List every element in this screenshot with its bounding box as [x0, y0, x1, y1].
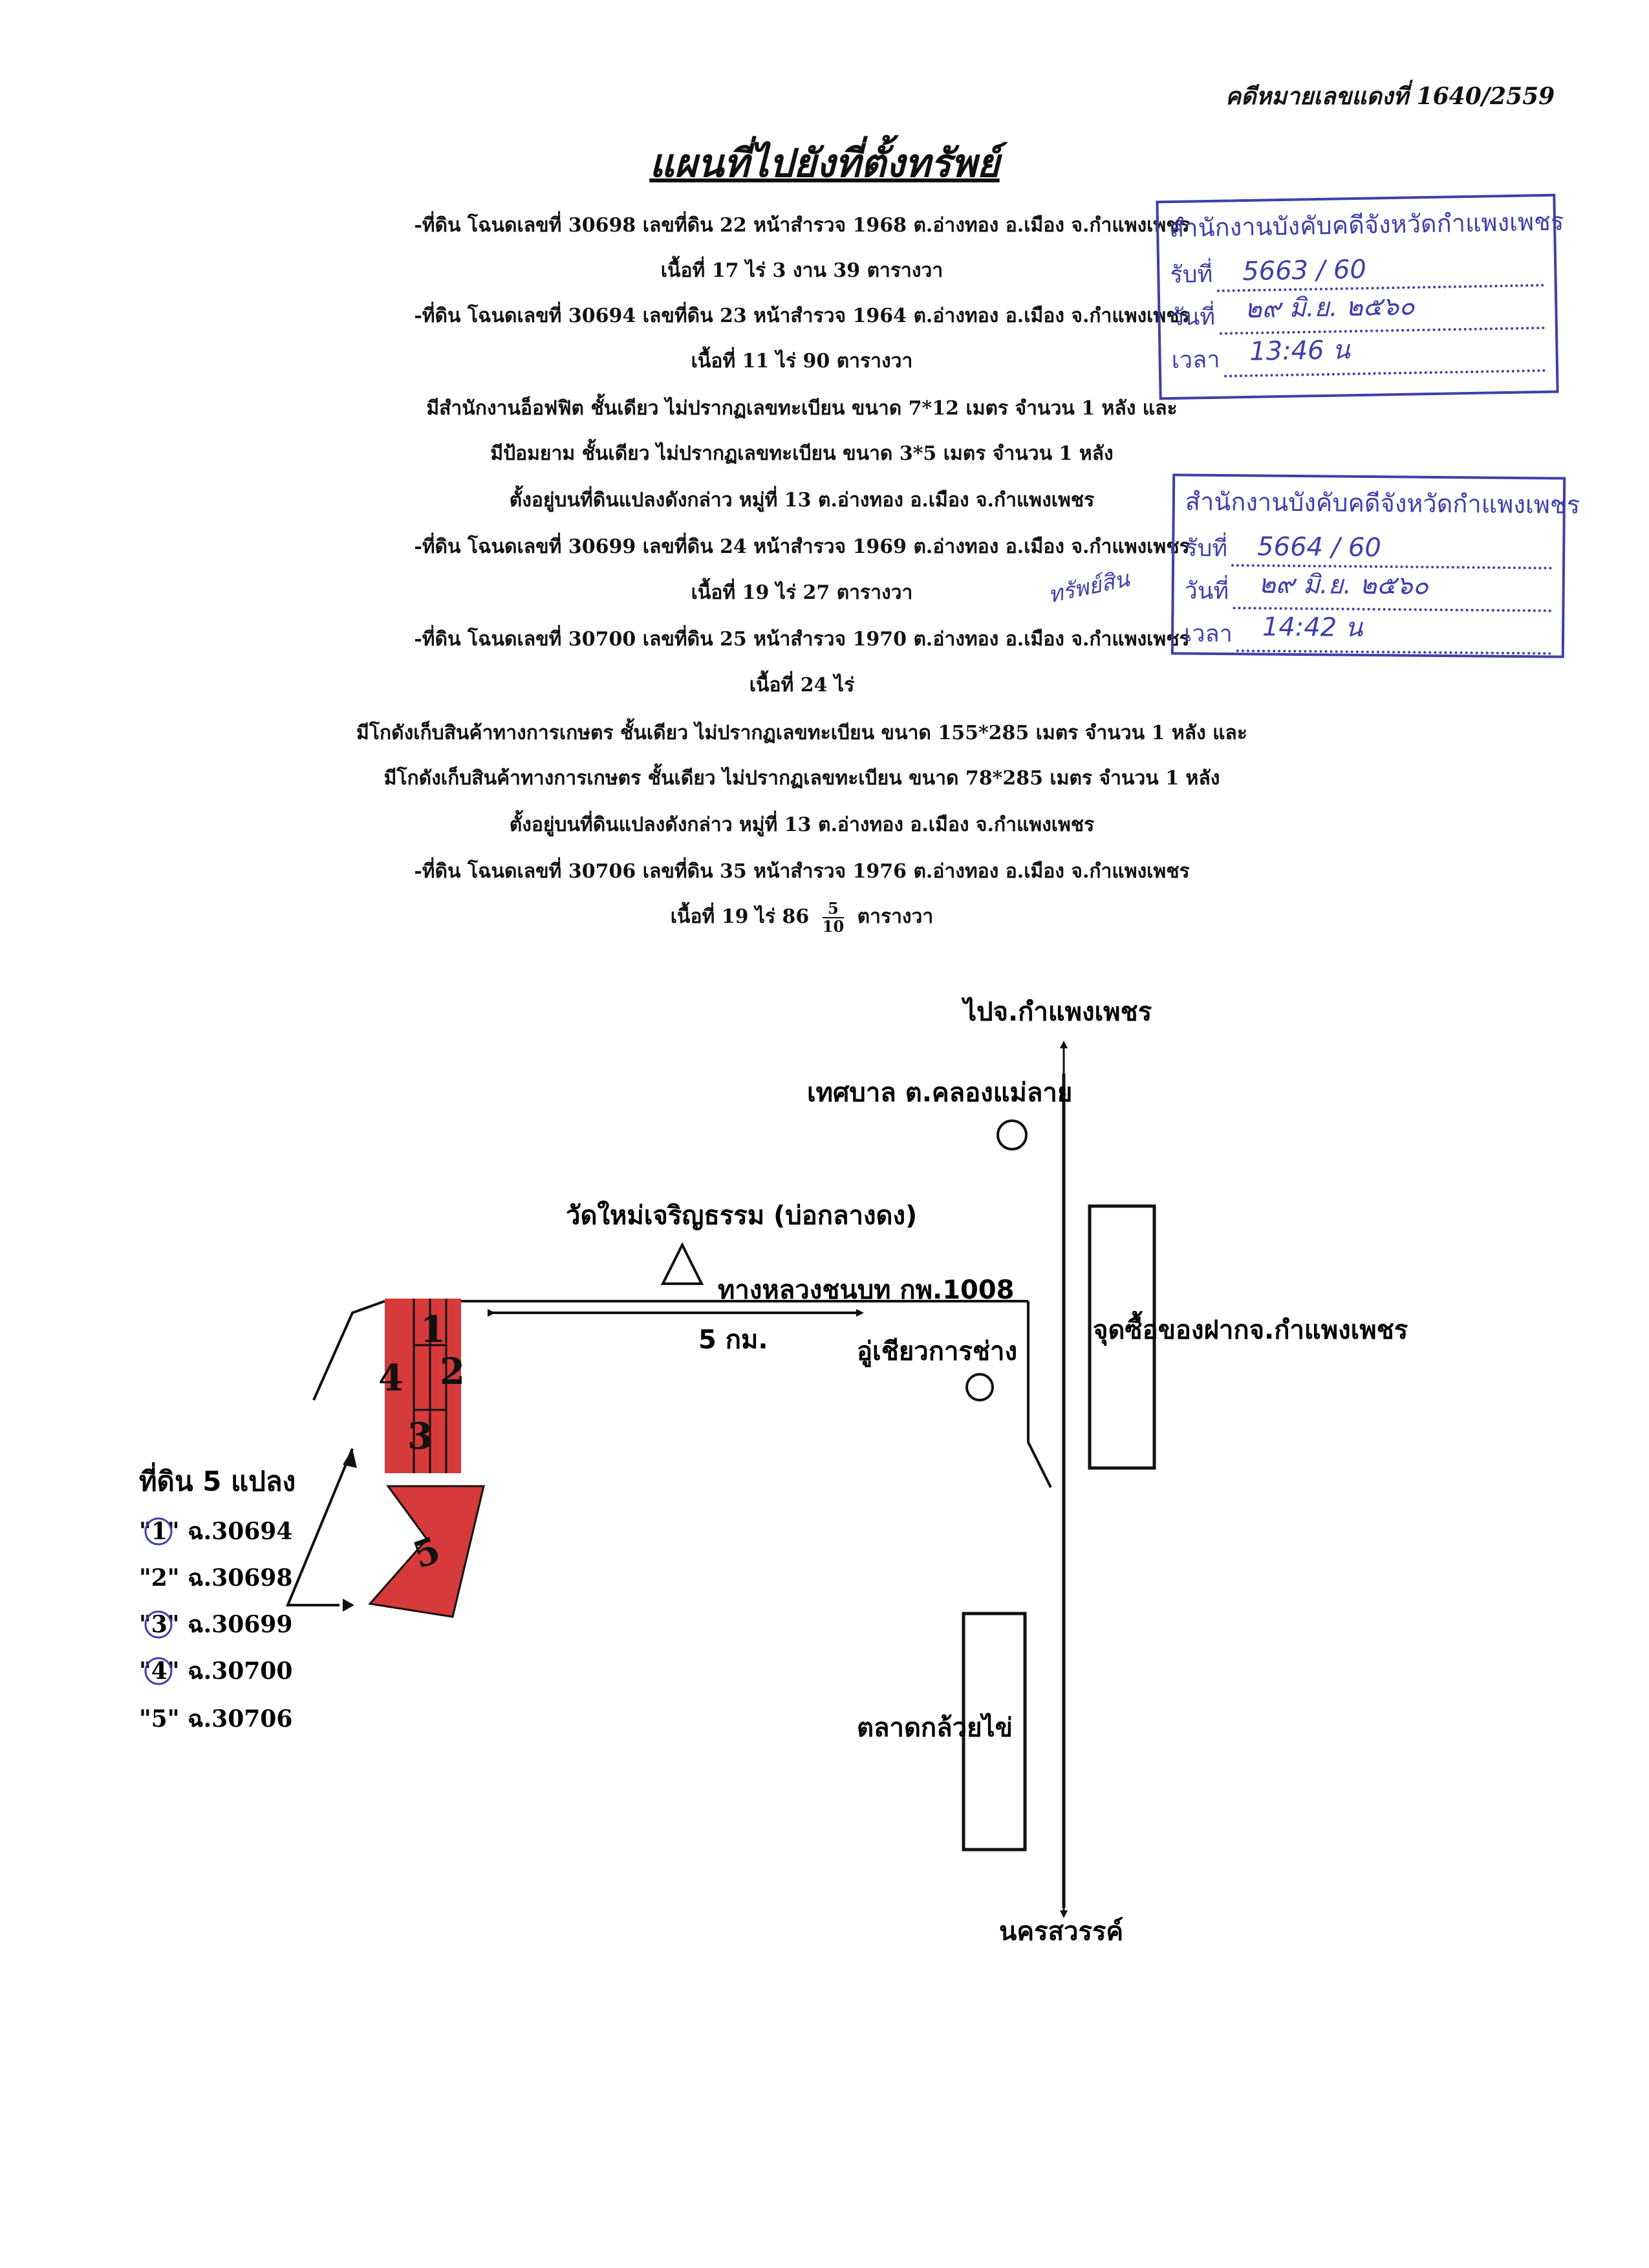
market-building: [962, 1612, 1027, 1852]
text-line: ตั้งอยู่บนที่ดินแปลงดังกล่าว หมู่ที่ 13 …: [509, 489, 1095, 512]
legend-circle-mark: [144, 1657, 173, 1685]
text-line: มีโกดังเก็บสินค้าทางการเกษตร ชั้นเดียว ไ…: [356, 722, 1247, 744]
area-suffix: ตารางวา: [857, 905, 934, 928]
road-junction: [1027, 1301, 1052, 1488]
municipality-marker: [997, 1119, 1028, 1150]
text-line: -ที่ดิน โฉนดเลขที่ 30706 เลขที่ดิน 35 หน…: [414, 860, 1190, 883]
legend-bracket: [286, 1448, 354, 1606]
legend-item: "1" ฉ.30694: [139, 1518, 292, 1545]
stamp-title: สำนักงานบังคับคดีจังหวัดกำแพงเพชร: [1169, 207, 1564, 243]
text-line: -ที่ดิน โฉนดเลขที่ 30700 เลขที่ดิน 25 หน…: [414, 628, 1190, 651]
area-fraction: 5 10: [822, 900, 845, 936]
stamp-received-label: รับที่: [1185, 535, 1228, 563]
text-line: มีสำนักงานอ็อฟฟิต ชั้นเดียว ไม่ปรากฏเลขท…: [426, 397, 1178, 420]
distance-label: 5 กม.: [698, 1325, 768, 1355]
temple-label: วัดใหม่เจริญธรรม (บ่อกลางดง): [566, 1200, 917, 1231]
text-line: ตั้งอยู่บนที่ดินแปลงดังกล่าว หมู่ที่ 13 …: [509, 814, 1095, 836]
legend-arrow-up: [343, 1449, 357, 1468]
stamp-time-row: เวลา 14:42 น: [1174, 609, 1562, 655]
parcel-number: 2: [440, 1350, 465, 1393]
fraction-numerator: 5: [822, 900, 845, 918]
text-line: เนื้อที่ 24 ไร่: [749, 674, 855, 697]
municipality-label: เทศบาล ต.คลองแม่ลาย: [807, 1078, 1072, 1108]
receipt-stamp: สำนักงานบังคับคดีจังหวัดกำแพงเพชร รับที่…: [1156, 193, 1564, 400]
legend-arrow-right: [343, 1599, 354, 1612]
text-line: เนื้อที่ 19 ไร่ 27 ตารางวา: [691, 581, 913, 604]
stamp-time-row: เวลา 13:46 น: [1161, 329, 1556, 379]
case-number: คดีหมายเลขแดงที่ 1640/2559: [1225, 83, 1555, 110]
stamp-title: สำนักงานบังคับคดีจังหวัดกำแพงเพชร: [1185, 487, 1580, 519]
access-road: [312, 1300, 385, 1401]
text-line: -ที่ดิน โฉนดเลขที่ 30698 เลขที่ดิน 22 หน…: [414, 214, 1190, 237]
stamp-date-row: วันที่ ๒๙ มิ.ย. ๒๕๖๐: [1174, 566, 1562, 612]
text-line: มีโกดังเก็บสินค้าทางการเกษตร ชั้นเดียว ไ…: [383, 767, 1220, 790]
location-map: 1 2 3 4 5 ไปจ.กำแพงเพชร นครสวรรค์ เทศบาล…: [139, 997, 1408, 1947]
stamp-date-value: ๒๙ มิ.ย. ๒๕๖๐: [1244, 291, 1416, 325]
area-prefix: เนื้อที่ 19 ไร่ 86: [670, 905, 810, 928]
parcel-number: 1: [420, 1308, 446, 1351]
parcel-5: [368, 1485, 485, 1618]
stamp-date-label: วันที่: [1170, 303, 1216, 332]
document-title: แผนที่ไปยังที่ตั้งทรัพย์: [649, 141, 1000, 186]
garage-label: อู่เชียวการช่าง: [857, 1337, 1017, 1367]
parcel-block: [385, 1299, 461, 1473]
text-line: มีป้อมยาม ชั้นเดียว ไม่ปรากฏเลขทะเบียน ข…: [490, 442, 1114, 465]
stamp-time-value: 13:46 น: [1249, 335, 1350, 367]
legend-item: "5" ฉ.30706: [139, 1705, 292, 1733]
text-line: -ที่ดิน โฉนดเลขที่ 30699 เลขที่ดิน 24 หน…: [414, 535, 1190, 558]
stamp-received-value: 5663 / 60: [1242, 254, 1367, 287]
stamp-date-label: วันที่: [1184, 578, 1229, 605]
legend-circle-mark: [144, 1610, 173, 1639]
highway-label: ทางหลวงชนบท กพ.1008: [718, 1275, 1015, 1305]
stamp-time-label: เวลา: [1183, 620, 1233, 648]
north-label: ไปจ.กำแพงเพชร: [961, 997, 1152, 1027]
checkpoint-label: จุดซื้อของฝากจ.กำแพงเพชร: [1093, 1311, 1408, 1346]
text-line: -ที่ดิน โฉนดเลขที่ 30694 เลขที่ดิน 23 หน…: [414, 305, 1190, 327]
receipt-stamp: สำนักงานบังคับคดีจังหวัดกำแพงเพชร รับที่…: [1170, 473, 1580, 658]
stamp-time-value: 14:42 น: [1262, 612, 1363, 643]
legend-title: ที่ดิน 5 แปลง: [139, 1462, 296, 1497]
legend-circle-mark: [144, 1517, 173, 1546]
stamp-received-label: รับที่: [1170, 261, 1213, 289]
stamp-received-value: 5664 / 60: [1256, 532, 1381, 563]
stamp-time-label: เวลา: [1171, 346, 1220, 374]
text-line: เนื้อที่ 11 ไร่ 90 ตารางวา: [691, 350, 913, 373]
stamp-received-row: รับที่ 5664 / 60: [1174, 523, 1563, 570]
text-line: เนื้อที่ 17 ไร่ 3 งาน 39 ตารางวา: [660, 259, 943, 282]
area-line: เนื้อที่ 19 ไร่ 86 5 10 ตารางวา: [349, 900, 1255, 935]
parcel-number: 3: [407, 1415, 433, 1458]
checkpoint-building: [1088, 1204, 1156, 1470]
legend-item: "4" ฉ.30700: [139, 1658, 292, 1685]
garage-marker: [965, 1373, 994, 1401]
parcel-number: 4: [378, 1357, 404, 1399]
temple-triangle-icon: [660, 1242, 704, 1285]
south-label: นครสวรรค์: [999, 1917, 1123, 1947]
legend-item: "3" ฉ.30699: [139, 1611, 292, 1638]
parcels-1-4: [385, 1299, 461, 1473]
stamp-date-value: ๒๙ มิ.ย. ๒๕๖๐: [1258, 569, 1429, 601]
stamp-date-row: วันที่ ๒๙ มิ.ย. ๒๕๖๐: [1160, 286, 1555, 336]
fraction-denominator: 10: [822, 917, 845, 936]
market-label: ตลาดกล้วยไข่: [857, 1712, 1013, 1743]
legend-item: "2" ฉ.30698: [139, 1564, 292, 1592]
